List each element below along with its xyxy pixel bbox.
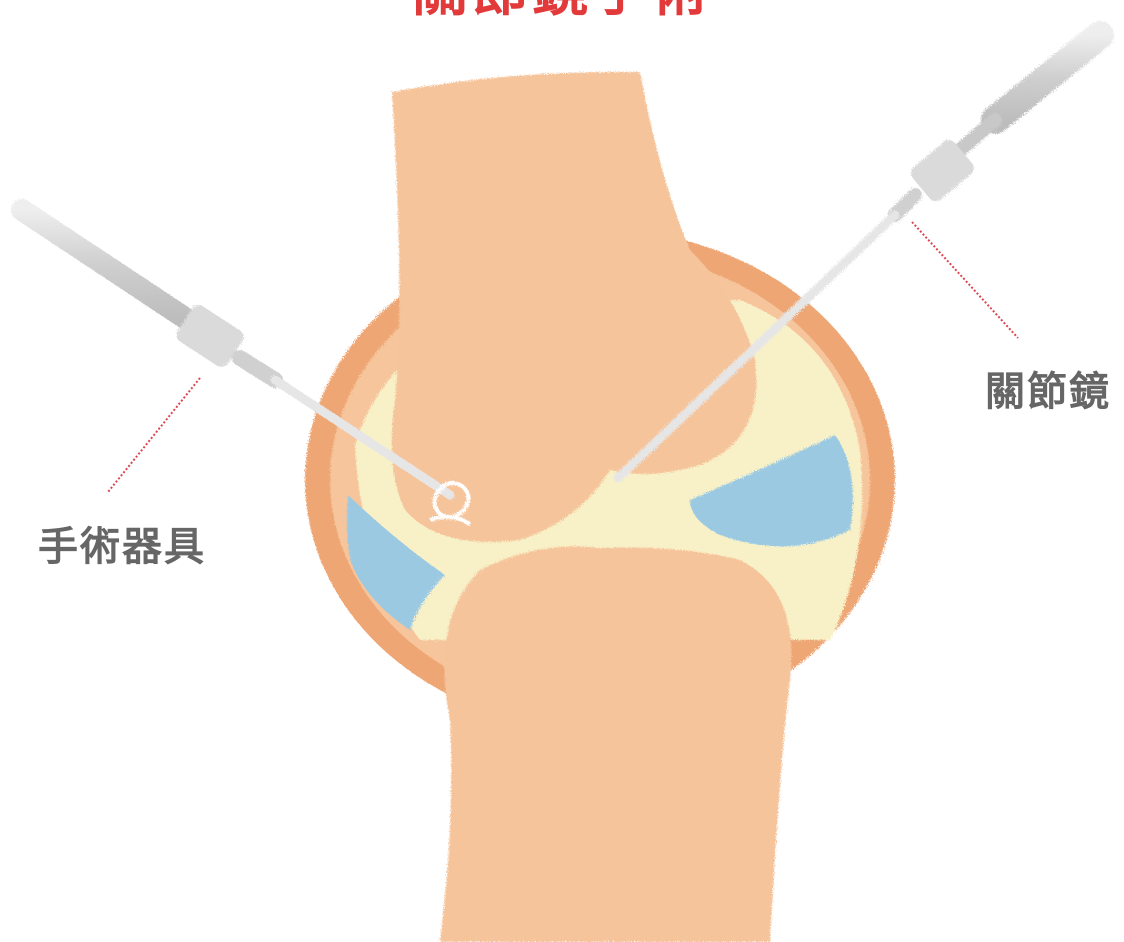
instrument-leader-line <box>108 378 200 492</box>
tibia-bone <box>440 546 791 942</box>
arthroscope-label: 關節鏡 <box>985 368 1111 416</box>
surgical-instrument-label: 手術器具 <box>38 523 206 571</box>
arthroscope-leader-line <box>912 222 1018 338</box>
